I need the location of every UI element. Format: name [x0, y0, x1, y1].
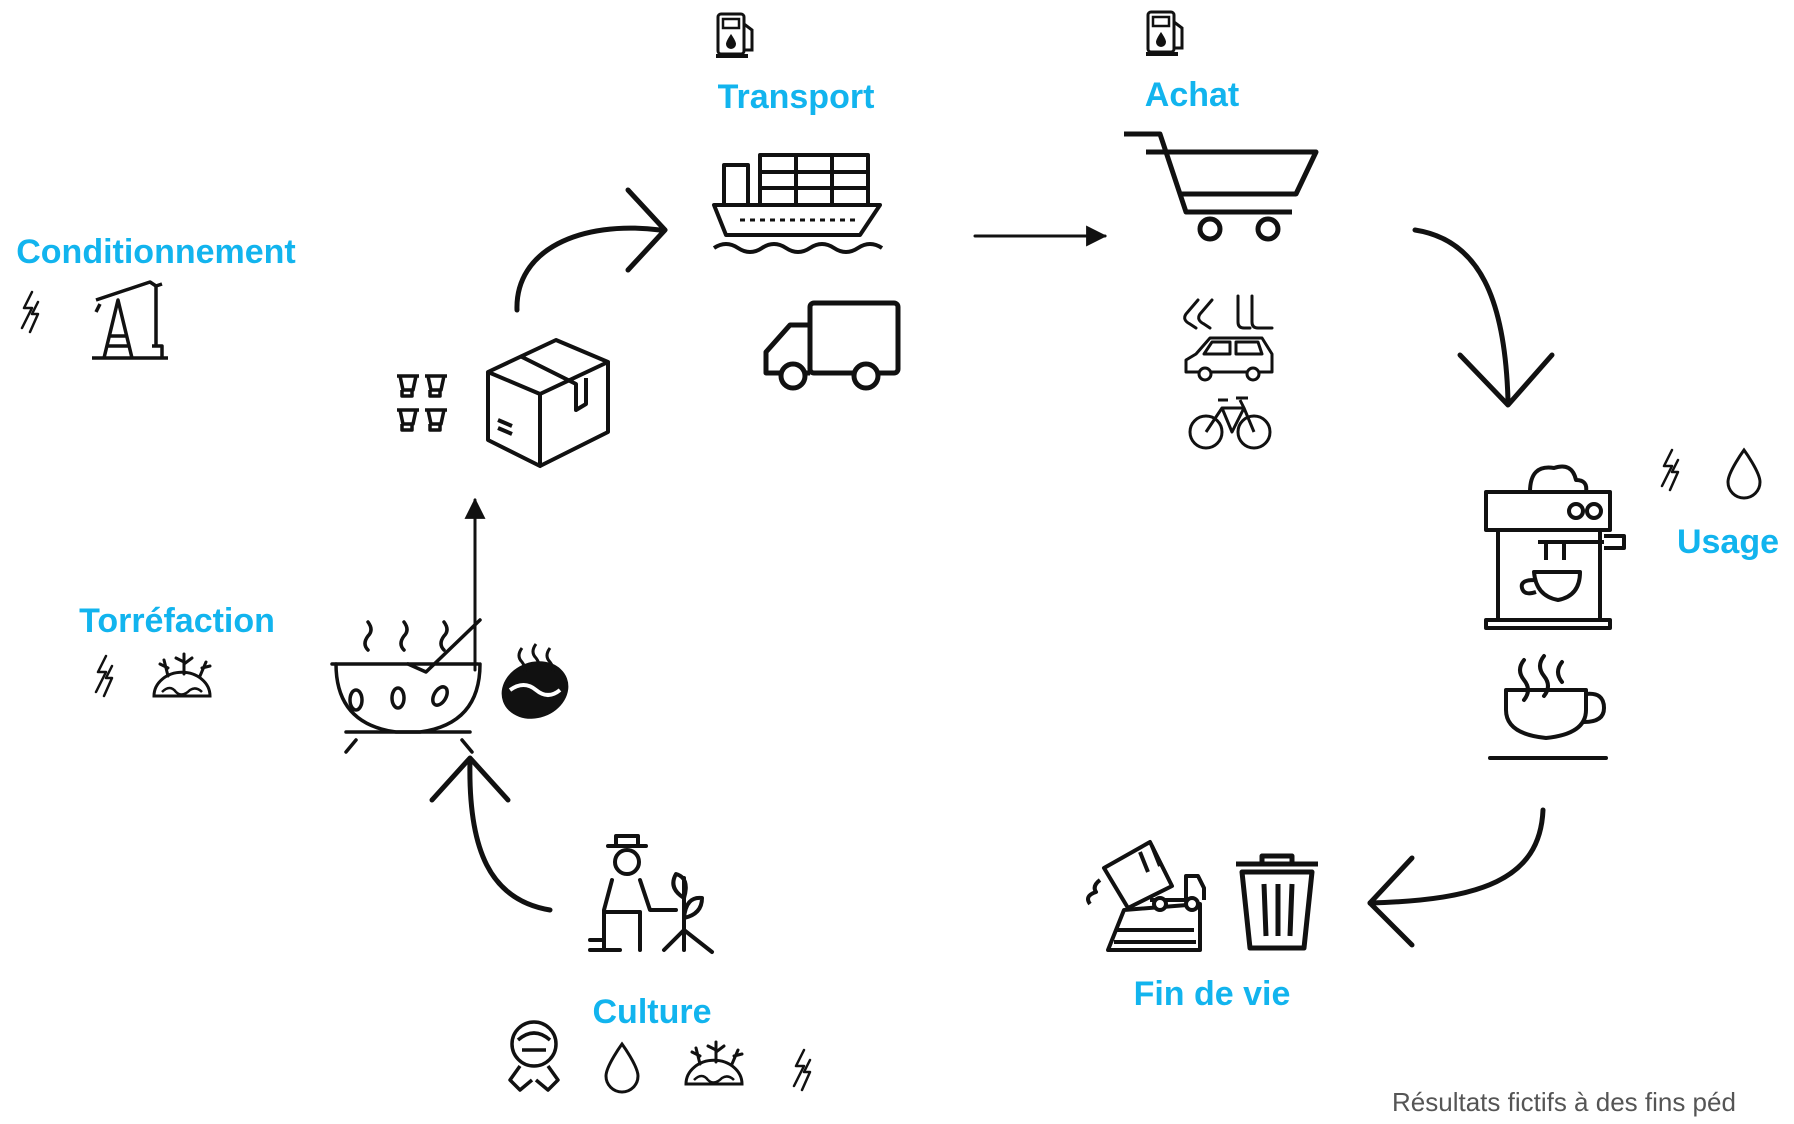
arrow-achat-to-usage-head	[1457, 352, 1555, 408]
arrow-culture-to-torrefaction-head	[429, 755, 511, 803]
stage-label-achat: Achat	[1144, 76, 1240, 114]
arrow-usage-to-findevie	[1367, 807, 1546, 906]
earth-warming-icon	[152, 652, 212, 698]
bicycle-icon	[1188, 396, 1272, 450]
arrow-conditionnement-to-transport-head	[625, 187, 668, 273]
delivery-truck-icon	[763, 300, 901, 391]
car-icon	[1184, 336, 1274, 382]
espresso-machine-icon	[1484, 464, 1626, 630]
stage-label-transport: Transport	[717, 78, 875, 116]
roasting-pan-icon	[330, 618, 482, 754]
cargo-ship-icon	[712, 153, 884, 254]
fuel-pump-icon	[1144, 10, 1184, 58]
water-drop-icon	[1726, 448, 1762, 500]
cycle-arrows	[429, 187, 1555, 948]
lightning-icon	[20, 290, 40, 334]
lightning-icon	[94, 654, 114, 698]
hot-coffee-bean-icon	[501, 643, 569, 719]
shopping-cart-icon	[1124, 131, 1319, 242]
fuel-pump-icon	[714, 12, 754, 60]
stage-label-fin-de-vie: Fin de vie	[1133, 975, 1291, 1013]
cardboard-box-icon	[486, 338, 610, 468]
arrow-achat-to-usage	[1412, 227, 1511, 403]
oil-pumpjack-icon	[92, 280, 168, 360]
lightning-icon	[792, 1048, 812, 1092]
stage-label-torrefaction: Torréfaction	[79, 602, 275, 640]
footprints-icon	[1183, 294, 1274, 330]
lightning-icon	[1660, 448, 1680, 492]
dump-truck-landfill-icon	[1086, 840, 1206, 952]
earth-warming-icon	[684, 1040, 744, 1086]
hot-coffee-cup-icon	[1488, 654, 1608, 760]
farmer-planting-icon	[588, 834, 714, 954]
arrow-usage-to-findevie-head	[1367, 855, 1415, 948]
footnote: Résultats fictifs à des fins péd	[1392, 1087, 1736, 1117]
coffee-capsules-icon	[397, 374, 447, 432]
stage-label-conditionnement: Conditionnement	[16, 233, 296, 271]
stage-label-culture: Culture	[592, 993, 712, 1031]
stage-label-usage: Usage	[1676, 523, 1780, 561]
gas-mask-icon	[508, 1020, 560, 1092]
arrow-culture-to-torrefaction	[467, 757, 553, 913]
arrow-conditionnement-to-transport	[514, 225, 663, 313]
trash-bin-icon	[1236, 853, 1318, 951]
water-drop-icon	[604, 1042, 640, 1094]
